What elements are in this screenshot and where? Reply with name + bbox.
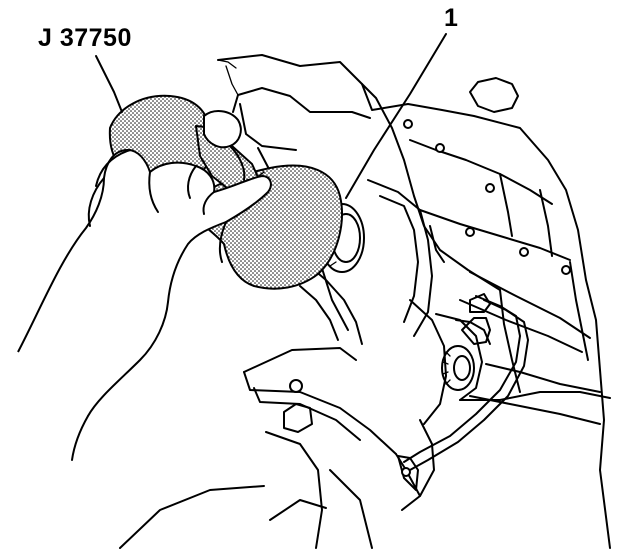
shift-cable <box>397 293 529 491</box>
seal-gear-lower <box>441 345 475 391</box>
part-leader-line <box>345 33 447 199</box>
tool-leader-line <box>95 55 123 113</box>
tool-callout-label: J 37750 <box>38 24 132 52</box>
technician-hand <box>17 145 272 461</box>
part-callout-label: 1 <box>444 4 458 32</box>
transmission-case <box>217 54 611 549</box>
lower-bracket-assembly <box>119 299 611 549</box>
